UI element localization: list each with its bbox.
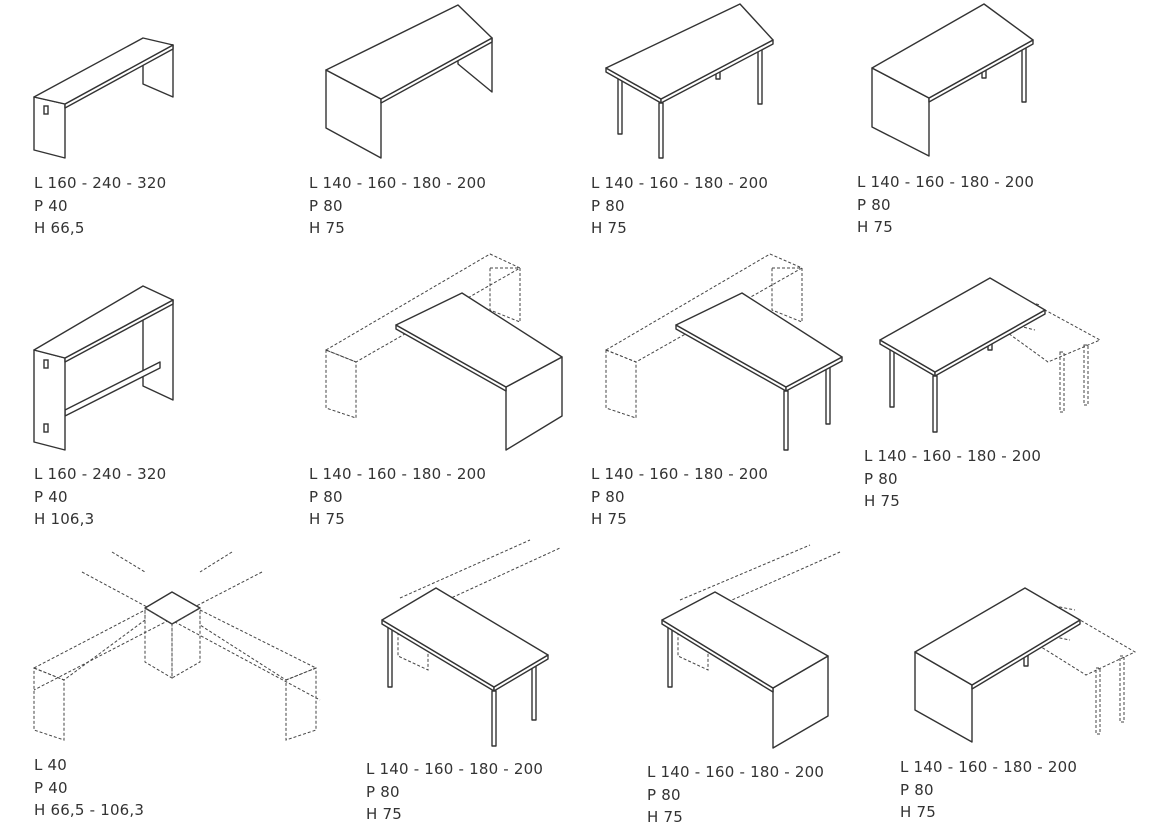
depth-spec: P 40 [34,778,68,797]
panel-desk-drawing [325,4,493,159]
length-spec: L 140 - 160 - 180 - 200 [309,465,487,483]
height-spec: H 66,5 - 106,3 [34,801,145,819]
length-spec: L 40 [34,756,68,774]
leg-desk-with-rear-bench-drawing [381,539,561,747]
depth-spec: P 80 [309,487,343,506]
length-spec: L 140 - 160 - 180 - 200 [309,174,487,192]
length-spec: L 160 - 240 - 320 [34,465,167,483]
height-spec: H 75 [857,218,893,236]
height-spec: H 75 [309,219,345,237]
depth-spec: P 80 [900,780,934,799]
panel-desk-with-bench-drawing [324,253,563,451]
height-spec: H 75 [900,803,936,821]
depth-spec: P 40 [34,487,68,506]
length-spec: L 140 - 160 - 180 - 200 [591,174,769,192]
height-spec: H 75 [366,805,402,823]
depth-spec: P 80 [591,196,625,215]
corner-junction-drawing [32,551,321,741]
height-spec: H 75 [309,510,345,528]
tall-bench-drawing [33,285,174,451]
spec-11: L 140 - 160 - 180 - 200 P 80 H 75 [647,761,824,829]
depth-spec: P 80 [864,469,898,488]
leg-desk-with-return-drawing [879,277,1102,433]
spec-10: L 140 - 160 - 180 - 200 P 80 H 75 [366,758,543,826]
depth-spec: P 80 [591,487,625,506]
height-spec: H 75 [864,492,900,510]
length-spec: L 140 - 160 - 180 - 200 [900,758,1078,776]
depth-spec: P 80 [857,195,891,214]
height-spec: H 75 [591,510,627,528]
spec-8: L 140 - 160 - 180 - 200 P 80 H 75 [864,445,1041,513]
depth-spec: P 80 [309,196,343,215]
length-spec: L 140 - 160 - 180 - 200 [864,447,1042,465]
length-spec: L 140 - 160 - 180 - 200 [366,760,544,778]
depth-spec: P 80 [647,785,681,804]
spec-2: L 140 - 160 - 180 - 200 P 80 H 75 [309,172,486,240]
length-spec: L 140 - 160 - 180 - 200 [591,465,769,483]
leg-desk-drawing [605,3,774,159]
panel-desk-with-return-drawing [914,587,1137,743]
spec-7: L 140 - 160 - 180 - 200 P 80 H 75 [591,463,768,531]
depth-spec: P 80 [366,782,400,801]
height-spec: H 75 [647,808,683,826]
height-spec: H 66,5 [34,219,85,237]
spec-1: L 160 - 240 - 320 P 40 H 66,5 [34,172,166,240]
length-spec: L 140 - 160 - 180 - 200 [647,763,825,781]
leg-desk-with-bench-drawing [604,253,843,451]
panel-leg-desk-drawing [871,3,1034,157]
height-spec: H 106,3 [34,510,95,528]
length-spec: L 140 - 160 - 180 - 200 [857,173,1035,191]
spec-3: L 140 - 160 - 180 - 200 P 80 H 75 [591,172,768,240]
bench-desk-drawing [33,37,174,159]
height-spec: H 75 [591,219,627,237]
spec-12: L 140 - 160 - 180 - 200 P 80 H 75 [900,756,1077,824]
panel-desk-with-rear-bench-drawing [661,544,841,749]
length-spec: L 160 - 240 - 320 [34,174,167,192]
spec-4: L 140 - 160 - 180 - 200 P 80 H 75 [857,171,1034,239]
spec-6: L 140 - 160 - 180 - 200 P 80 H 75 [309,463,486,531]
spec-5: L 160 - 240 - 320 P 40 H 106,3 [34,463,166,531]
spec-9: L 40 P 40 H 66,5 - 106,3 [34,754,144,822]
depth-spec: P 40 [34,196,68,215]
